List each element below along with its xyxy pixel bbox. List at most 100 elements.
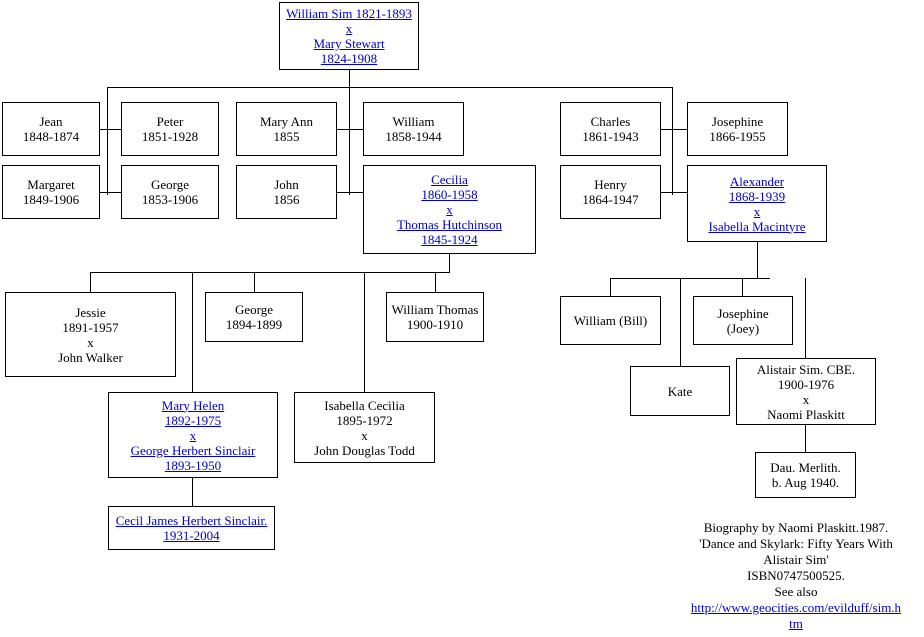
node-william-1858: William 1858-1944 <box>363 102 464 156</box>
node-line: George Herbert Sinclair <box>130 442 256 458</box>
node-henry: Henry 1864-1947 <box>560 165 661 219</box>
biography-note: Biography by Naomi Plaskitt.1987. 'Dance… <box>676 520 916 632</box>
node-margaret: Margaret 1849-1906 <box>2 165 100 219</box>
node-line: (Joey) <box>726 320 760 336</box>
node-line: x <box>189 427 197 443</box>
node-mary-ann: Mary Ann 1855 <box>236 102 337 156</box>
node-line: John Douglas Todd <box>314 442 415 458</box>
node-line: Josephine <box>711 114 764 129</box>
node-line: x <box>802 391 810 407</box>
node-line: George <box>234 302 274 317</box>
node-line: 1849-1906 <box>22 192 80 207</box>
node-line: 1893-1950 <box>164 457 222 473</box>
node-line: William Thomas <box>391 302 479 317</box>
node-line: Mary Helen <box>161 397 225 413</box>
connector-left-cluster-trunk <box>107 129 108 195</box>
node-line: Alistair Sim. CBE. <box>756 361 856 377</box>
node-line: 1855 <box>273 129 300 144</box>
node-line: 1931-2004 <box>163 528 220 543</box>
connector-drop-williamthomas <box>435 272 436 292</box>
node-line: Mary Ann <box>259 114 314 129</box>
node-jean: Jean 1848-1874 <box>2 102 100 156</box>
node-line: 1894-1899 <box>225 317 283 332</box>
node-line: 1861-1943 <box>582 129 639 144</box>
connector-maryann-william <box>337 129 363 130</box>
node-william-bill: William (Bill) <box>560 296 661 345</box>
connector-drop-kate <box>680 278 681 366</box>
node-george-1894: George 1894-1899 <box>205 292 303 342</box>
connector-drop-jean-group <box>107 87 108 132</box>
node-isabella-cecilia-john-douglas-todd: Isabella Cecilia 1895-1972 x John Dougla… <box>294 392 435 463</box>
node-line: 1856 <box>273 192 300 207</box>
biography-line-1: Biography by Naomi Plaskitt.1987. <box>703 520 889 535</box>
connector-alistair-merlith <box>805 425 806 452</box>
node-line: 1864-1947 <box>582 192 639 207</box>
node-line: Margaret <box>27 177 75 192</box>
connector-root-drop <box>349 70 350 87</box>
node-kate: Kate <box>630 366 730 416</box>
node-line: 1866-1955 <box>709 129 766 144</box>
node-line: Jean <box>39 114 63 129</box>
node-line: John Walker <box>58 349 123 365</box>
connector-drop-alistair <box>805 278 806 358</box>
node-line: William <box>392 114 435 129</box>
biography-line-3: Alistair Sim' <box>763 552 829 567</box>
connector-alexander-children-bus <box>610 278 770 279</box>
node-josephine-joey: Josephine (Joey) <box>693 296 793 345</box>
biography-line-2: 'Dance and Skylark: Fifty Years With <box>699 536 893 551</box>
node-line: Peter <box>156 114 184 129</box>
connector-cecilia-children-bus <box>90 272 450 273</box>
node-cecilia-thomas-hutchinson[interactable]: Cecilia 1860-1958 x Thomas Hutchinson 18… <box>363 165 536 254</box>
connector-john-cecilia <box>337 192 363 193</box>
connector-henry-alexander <box>661 192 687 193</box>
node-charles: Charles 1861-1943 <box>560 102 661 156</box>
biography-url-link[interactable]: http://www.geocities.com/evilduff/sim.h <box>690 600 902 615</box>
node-line: 1900-1976 <box>777 376 835 392</box>
node-line: 1892-1975 <box>164 412 222 428</box>
node-line: 1891-1957 <box>62 319 119 335</box>
connector-generation2-bus <box>107 87 673 88</box>
connector-drop-jessie <box>90 272 91 292</box>
node-line: Charles <box>590 114 631 129</box>
connector-right-cluster-trunk <box>672 129 673 195</box>
connector-maryhelen-cecil <box>192 478 193 506</box>
node-william-sim-mary-stewart[interactable]: William Sim 1821-1893 x Mary Stewart 182… <box>279 2 419 70</box>
node-dau-merlith: Dau. Merlith. b. Aug 1940. <box>755 452 856 498</box>
connector-drop-isabellacecilia <box>364 272 365 392</box>
node-line: 1851-1928 <box>141 129 199 144</box>
biography-line-5: See also <box>774 584 818 599</box>
node-line: x <box>753 203 761 219</box>
node-line: Cecil James Herbert Sinclair. <box>115 513 268 528</box>
node-line: George <box>150 177 190 192</box>
node-line: x <box>87 334 94 350</box>
node-line: 1895-1972 <box>336 412 393 428</box>
node-line: Josephine <box>717 305 769 321</box>
node-line: Naomi Plaskitt <box>767 406 845 422</box>
node-line: 1860-1958 <box>421 187 478 202</box>
connector-margaret-george <box>100 192 124 193</box>
node-cecil-james-herbert-sinclair[interactable]: Cecil James Herbert Sinclair. 1931-2004 <box>108 506 275 550</box>
node-line: Dau. Merlith. <box>770 460 841 475</box>
node-line: John <box>274 177 299 192</box>
node-line: x <box>446 202 453 217</box>
node-line: Jessie <box>75 304 106 320</box>
biography-line-4: ISBN0747500525. <box>747 568 845 583</box>
connector-drop-maryann-group <box>349 87 350 132</box>
node-line: 1868-1939 <box>728 188 786 204</box>
node-line: Thomas Hutchinson <box>396 217 503 232</box>
node-line: 1853-1906 <box>141 192 199 207</box>
node-line: 1848-1874 <box>22 129 80 144</box>
node-alexander-isabella-macintyre[interactable]: Alexander 1868-1939 x Isabella Macintyre <box>687 165 827 242</box>
connector-drop-maryhelen <box>192 272 193 392</box>
node-line: x <box>345 21 353 36</box>
node-line: 1858-1944 <box>385 129 442 144</box>
connector-mid-cluster-trunk <box>349 129 350 195</box>
node-josephine-1866: Josephine 1866-1955 <box>687 102 788 156</box>
connector-cecilia-drop <box>449 254 450 272</box>
connector-drop-george1894 <box>254 272 255 292</box>
node-line: William (Bill) <box>573 313 648 328</box>
node-line: b. Aug 1940. <box>771 475 840 490</box>
biography-url-link-continued[interactable]: tm <box>789 616 803 631</box>
node-mary-helen-george-herbert-sinclair[interactable]: Mary Helen 1892-1975 x George Herbert Si… <box>108 392 278 478</box>
